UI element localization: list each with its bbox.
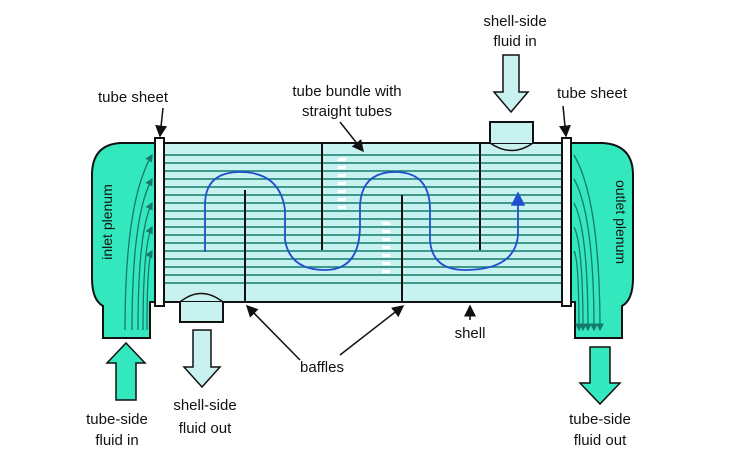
leader-tube-sheet-right	[558, 105, 571, 138]
label-shell-side-in-2: fluid in	[493, 33, 536, 50]
outlet-plenum-flow	[573, 154, 604, 332]
shell-side-inlet-nozzle	[489, 121, 534, 143]
label-outlet-plenum: outlet plenum	[613, 180, 629, 264]
tube-side-out-arrow	[578, 346, 622, 406]
shell-body	[157, 142, 569, 303]
shell-side-flow-path	[204, 171, 526, 271]
tube-sheet-right	[561, 137, 572, 307]
shell-side-out-arrow	[182, 329, 222, 389]
label-tube-sheet-left: tube sheet	[98, 89, 169, 106]
tube-bundle	[158, 154, 568, 284]
label-tube-side-out-2: fluid out	[574, 432, 627, 449]
shell-side-outlet-nozzle	[179, 302, 224, 323]
label-baffles: baffles	[300, 359, 344, 376]
outlet-plenum	[567, 142, 634, 339]
tube-side-in-arrow	[105, 341, 147, 401]
label-tube-bundle-1: tube bundle with	[292, 83, 401, 100]
tube-holes	[338, 158, 390, 273]
label-tube-side-in-2: fluid in	[95, 432, 138, 449]
label-shell-side-out-2: fluid out	[179, 420, 232, 437]
label-tube-side-out-1: tube-side	[569, 411, 631, 428]
label-shell-side-in-1: shell-side	[483, 13, 546, 30]
inlet-plenum	[91, 142, 159, 339]
leader-tube-sheet-left	[155, 107, 168, 138]
label-tube-bundle-2: straight tubes	[302, 103, 392, 120]
tube-sheet-left	[154, 137, 165, 307]
label-shell-side-out-1: shell-side	[173, 397, 236, 414]
leader-baffle-2	[339, 305, 405, 356]
leader-tube-bundle	[339, 121, 364, 153]
shell-side-in-arrow	[492, 54, 530, 114]
leader-baffle-1	[245, 304, 301, 361]
label-inlet-plenum: inlet plenum	[99, 184, 115, 260]
label-tube-sheet-right: tube sheet	[557, 85, 628, 102]
label-tube-side-in-1: tube-side	[86, 411, 148, 428]
label-shell: shell	[455, 325, 486, 342]
inlet-plenum-flow	[124, 153, 153, 331]
baffles	[244, 143, 481, 302]
